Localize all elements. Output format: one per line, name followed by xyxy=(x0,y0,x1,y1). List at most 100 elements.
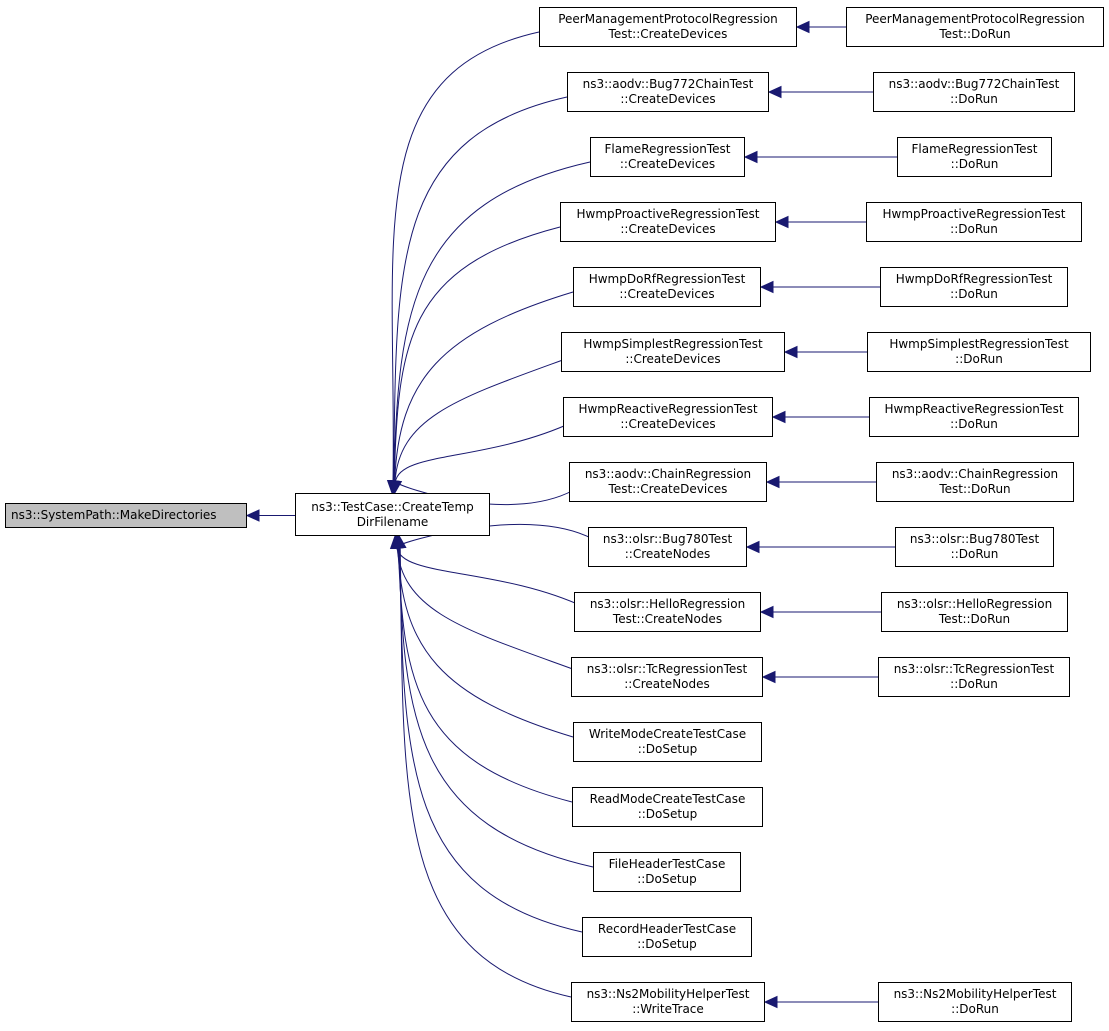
node-caller-7-label-1: ns3::aodv::ChainRegression xyxy=(584,467,752,481)
node-caller-15[interactable]: ns3::Ns2MobilityHelperTest::WriteTrace xyxy=(571,982,765,1022)
node-grandcaller-9-label-1: ns3::olsr::HelloRegression xyxy=(896,597,1053,611)
edge-caller-1-to-hub xyxy=(392,96,568,483)
node-grandcaller-4[interactable]: HwmpDoRfRegressionTest::DoRun xyxy=(880,267,1068,307)
node-caller-14-label-2: ::DoSetup xyxy=(637,937,697,951)
edge-grandcaller-6-arrowhead xyxy=(771,410,786,424)
node-grandcaller-3-label-2: ::DoRun xyxy=(950,222,998,236)
edge-hub-to-root-arrowhead xyxy=(245,509,260,522)
edge-caller-9-to-hub xyxy=(396,546,585,608)
node-caller-8-label-1: ns3::olsr::Bug780Test xyxy=(602,532,733,546)
node-createtempdirfilename-label-1: ns3::TestCase::CreateTemp xyxy=(311,499,474,514)
node-grandcaller-15-label-2: ::DoRun xyxy=(951,1002,999,1016)
edge-grandcaller-2-arrowhead xyxy=(743,150,758,164)
node-grandcaller-3[interactable]: HwmpProactiveRegressionTest::DoRun xyxy=(866,202,1082,242)
edge-grandcaller-9-arrowhead xyxy=(759,605,774,619)
node-caller-7-label-2: Test::CreateDevices xyxy=(608,482,728,496)
node-grandcaller-5-label-2: ::DoRun xyxy=(955,352,1003,366)
node-caller-2-label-2: ::CreateDevices xyxy=(619,157,716,171)
node-caller-9-label-1: ns3::olsr::HelloRegression xyxy=(589,597,746,611)
node-grandcaller-0-label-2: Test::DoRun xyxy=(939,27,1011,41)
node-caller-13[interactable]: FileHeaderTestCase::DoSetup xyxy=(593,852,741,892)
node-grandcaller-4-label-1: HwmpDoRfRegressionTest xyxy=(895,272,1053,286)
node-caller-4[interactable]: HwmpDoRfRegressionTest::CreateDevices xyxy=(573,267,761,307)
edge-caller-3-to-hub xyxy=(393,226,561,483)
node-caller-12-label-1: ReadModeCreateTestCase xyxy=(589,792,746,806)
node-grandcaller-10[interactable]: ns3::olsr::TcRegressionTest::DoRun xyxy=(878,657,1070,697)
edge-caller-15-arrowhead xyxy=(394,534,407,550)
edge-grandcaller-3-arrowhead xyxy=(774,215,789,229)
node-caller-0-label-2: Test::CreateDevices xyxy=(608,27,728,41)
node-caller-14[interactable]: RecordHeaderTestCase::DoSetup xyxy=(582,917,752,957)
node-grandcaller-15-label-1: ns3::Ns2MobilityHelperTest xyxy=(893,987,1057,1001)
node-grandcaller-15[interactable]: ns3::Ns2MobilityHelperTest::DoRun xyxy=(878,982,1072,1022)
node-caller-12[interactable]: ReadModeCreateTestCase::DoSetup xyxy=(572,787,763,827)
node-createtempdirfilename-label-2: DirFilename xyxy=(356,514,429,529)
node-caller-3-label-1: HwmpProactiveRegressionTest xyxy=(576,207,760,221)
node-caller-10[interactable]: ns3::olsr::TcRegressionTest::CreateNodes xyxy=(571,657,763,697)
node-grandcaller-5-label-1: HwmpSimplestRegressionTest xyxy=(889,337,1069,351)
node-grandcaller-1-label-1: ns3::aodv::Bug772ChainTest xyxy=(888,77,1060,91)
node-grandcaller-9-label-2: Test::DoRun xyxy=(938,612,1011,626)
node-caller-10-label-1: ns3::olsr::TcRegressionTest xyxy=(586,662,748,676)
node-caller-1[interactable]: ns3::aodv::Bug772ChainTest::CreateDevice… xyxy=(567,72,769,112)
node-caller-8-label-2: ::CreateNodes xyxy=(624,547,711,561)
edge-caller-6-to-hub xyxy=(394,421,574,483)
edge-grandcaller-5-arrowhead xyxy=(783,345,798,359)
node-caller-11-label-2: ::DoSetup xyxy=(637,742,698,756)
edge-caller-2-to-hub xyxy=(393,161,591,483)
node-grandcaller-6[interactable]: HwmpReactiveRegressionTest::DoRun xyxy=(869,397,1079,437)
node-caller-6-label-1: HwmpReactiveRegressionTest xyxy=(578,402,758,416)
node-grandcaller-8[interactable]: ns3::olsr::Bug780Test::DoRun xyxy=(895,527,1054,567)
node-caller-1-label-2: ::CreateDevices xyxy=(620,92,716,106)
node-caller-15-label-1: ns3::Ns2MobilityHelperTest xyxy=(586,987,750,1001)
node-caller-5[interactable]: HwmpSimplestRegressionTest::CreateDevice… xyxy=(561,332,785,372)
node-grandcaller-10-label-2: ::DoRun xyxy=(950,677,998,691)
node-caller-14-label-1: RecordHeaderTestCase xyxy=(597,922,737,936)
node-caller-13-label-1: FileHeaderTestCase xyxy=(608,857,726,871)
node-grandcaller-8-label-1: ns3::olsr::Bug780Test xyxy=(909,532,1040,546)
node-grandcaller-1[interactable]: ns3::aodv::Bug772ChainTest::DoRun xyxy=(873,72,1075,112)
node-caller-6[interactable]: HwmpReactiveRegressionTest::CreateDevice… xyxy=(563,397,773,437)
node-grandcaller-10-label-1: ns3::olsr::TcRegressionTest xyxy=(893,662,1055,676)
node-grandcaller-1-label-2: ::DoRun xyxy=(950,92,998,106)
node-grandcaller-8-label-2: ::DoRun xyxy=(950,547,999,561)
node-root-makedirectories: ns3::SystemPath::MakeDirectories xyxy=(5,503,247,528)
node-grandcaller-7-label-2: Test::DoRun xyxy=(939,482,1011,496)
edge-caller-11-to-hub xyxy=(397,546,574,738)
node-grandcaller-6-label-1: HwmpReactiveRegressionTest xyxy=(884,402,1064,416)
node-grandcaller-2-label-2: ::DoRun xyxy=(950,157,999,171)
node-caller-6-label-2: ::CreateDevices xyxy=(620,417,716,431)
node-caller-11[interactable]: WriteModeCreateTestCase::DoSetup xyxy=(573,722,762,762)
edge-caller-15-to-hub xyxy=(399,546,572,998)
edge-grandcaller-8-arrowhead xyxy=(745,540,760,554)
edge-grandcaller-15-arrowhead xyxy=(763,995,778,1009)
node-grandcaller-2[interactable]: FlameRegressionTest::DoRun xyxy=(897,137,1052,177)
node-caller-0-label-1: PeerManagementProtocolRegression xyxy=(558,12,778,26)
edge-caller-7-arrowhead xyxy=(389,479,403,495)
edge-caller-13-to-hub xyxy=(398,546,594,868)
node-caller-3[interactable]: HwmpProactiveRegressionTest::CreateDevic… xyxy=(560,202,776,242)
node-caller-2[interactable]: FlameRegressionTest::CreateDevices xyxy=(590,137,745,177)
node-caller-4-label-1: HwmpDoRfRegressionTest xyxy=(588,272,746,286)
edge-caller-5-to-hub xyxy=(394,356,572,483)
edge-grandcaller-10-arrowhead xyxy=(761,670,776,684)
node-caller-2-label-1: FlameRegressionTest xyxy=(604,142,731,156)
node-caller-8[interactable]: ns3::olsr::Bug780Test::CreateNodes xyxy=(588,527,747,567)
node-caller-4-label-2: ::CreateDevices xyxy=(619,287,715,301)
node-grandcaller-3-label-1: HwmpProactiveRegressionTest xyxy=(882,207,1066,221)
node-grandcaller-5[interactable]: HwmpSimplestRegressionTest::DoRun xyxy=(867,332,1091,372)
node-caller-15-label-2: ::WriteTrace xyxy=(632,1002,704,1016)
node-caller-5-label-1: HwmpSimplestRegressionTest xyxy=(583,337,763,351)
node-caller-1-label-1: ns3::aodv::Bug772ChainTest xyxy=(582,77,754,91)
node-caller-12-label-2: ::DoSetup xyxy=(637,807,698,821)
edge-caller-12-to-hub xyxy=(397,546,573,803)
node-grandcaller-0-label-1: PeerManagementProtocolRegression xyxy=(865,12,1085,26)
node-grandcaller-6-label-2: ::DoRun xyxy=(950,417,998,431)
